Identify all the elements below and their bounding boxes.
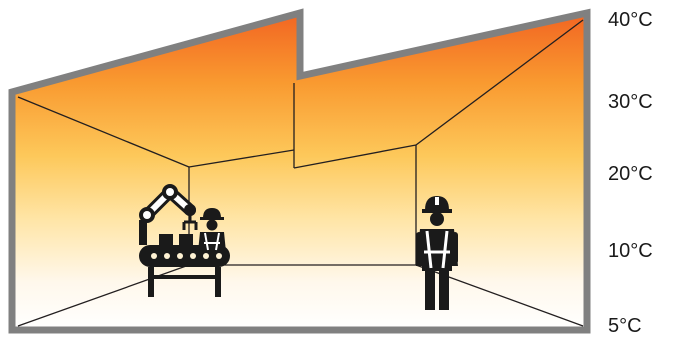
temperature-label-40: 40°C (608, 9, 653, 31)
temperature-label-30: 30°C (608, 91, 653, 113)
temperature-label-20: 20°C (608, 163, 653, 185)
worker-icon (198, 208, 226, 252)
robot-arm-icon (139, 184, 198, 245)
building-outline (8, 8, 591, 334)
temperature-label-5: 5°C (608, 315, 642, 337)
temperature-label-10: 10°C (608, 240, 653, 262)
factory-heat-diagram (8, 8, 591, 334)
worker-icon (416, 196, 458, 310)
